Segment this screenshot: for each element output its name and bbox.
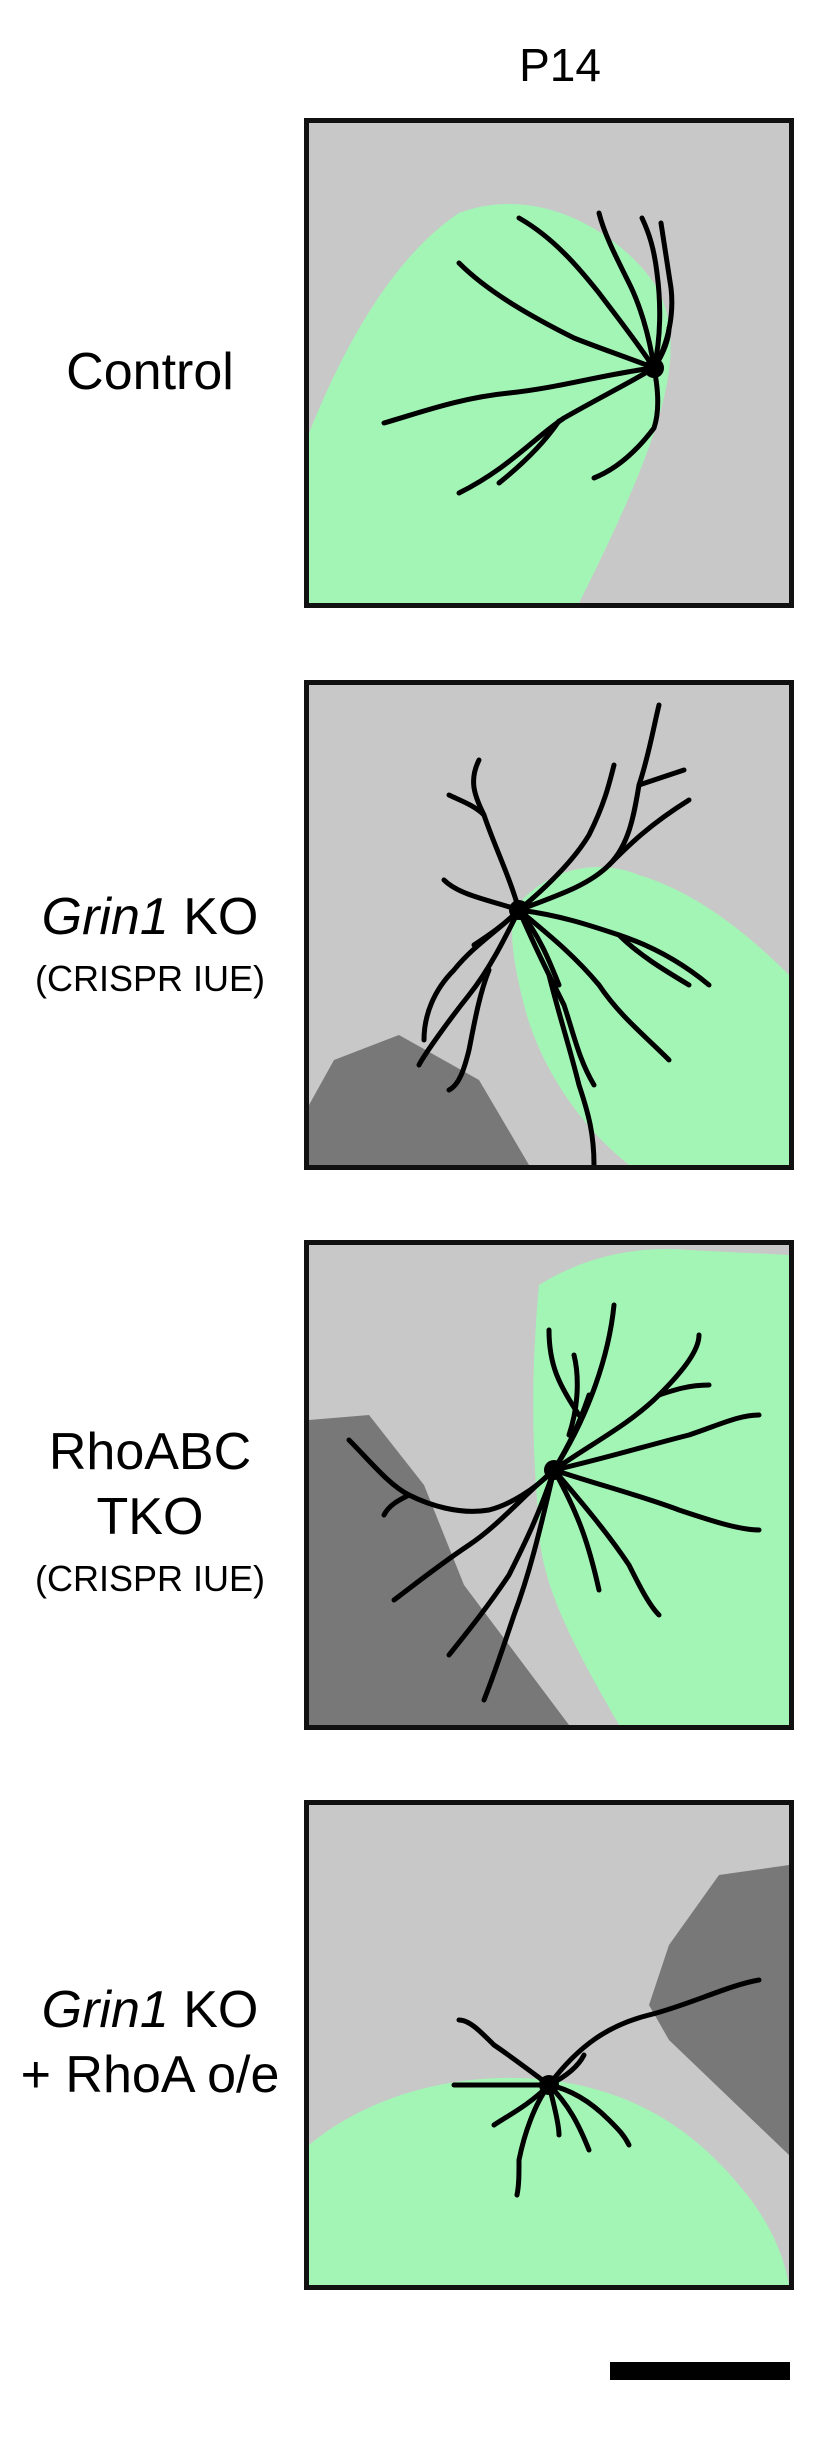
row-label-grin1-ko-rhoa-oe: Grin1 KO + RhoA o/e: [20, 1981, 280, 2104]
panel-grin1-ko-rhoa-oe: [304, 1800, 794, 2290]
column-header: P14: [519, 39, 601, 91]
row-label-rhoabc-tko: RhoABC TKO (CRISPR IUE): [34, 1423, 265, 1599]
panel-rhoabc-tko: [304, 1240, 794, 1730]
row-label-grin1-ko: Grin1 KO (CRISPR IUE): [34, 888, 265, 999]
panel-control: [304, 118, 794, 608]
scale-bar: [610, 2362, 790, 2380]
row-label-control: Control: [66, 343, 234, 401]
panel-grin1-ko: [304, 680, 794, 1170]
